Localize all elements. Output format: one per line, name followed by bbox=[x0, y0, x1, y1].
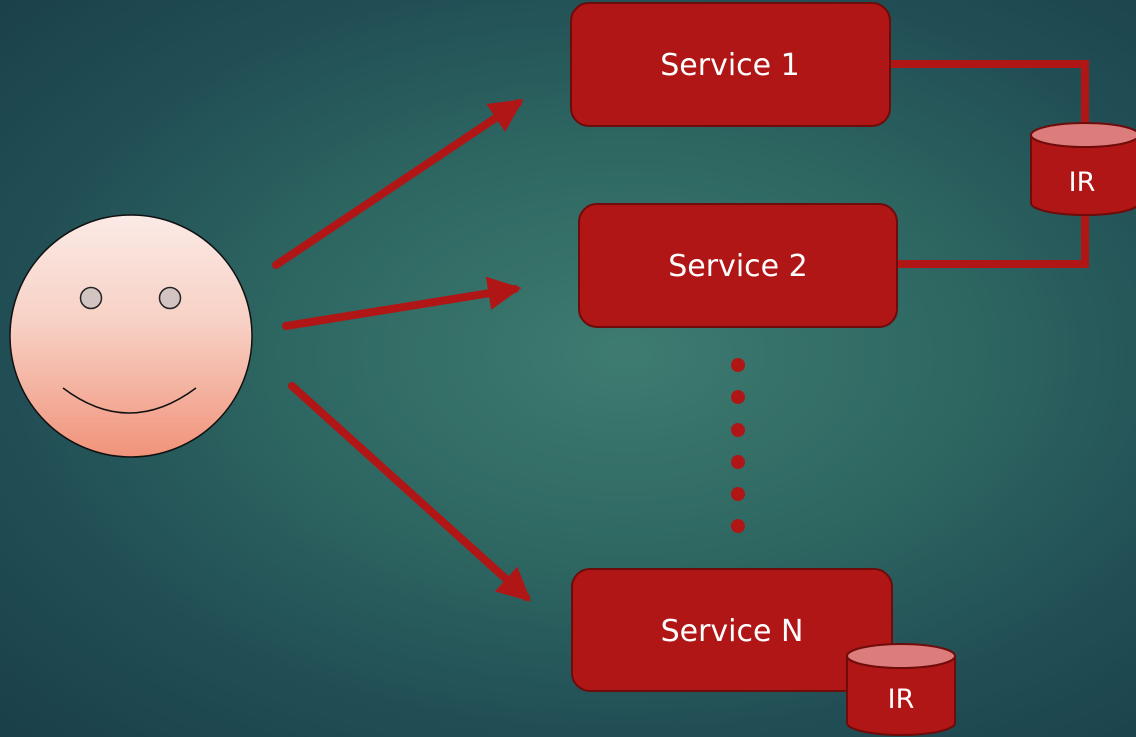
connector-service-2-ir bbox=[897, 210, 1089, 268]
connector-service-1-ir bbox=[890, 60, 1089, 135]
ellipsis-dot bbox=[731, 423, 745, 437]
ellipsis-dot bbox=[731, 487, 745, 501]
service-n-label: Service N bbox=[661, 614, 804, 649]
arrow-to-service-2 bbox=[282, 276, 522, 330]
ellipsis-dot bbox=[731, 358, 745, 372]
left-eye bbox=[79, 286, 103, 310]
ellipsis-dot bbox=[731, 390, 745, 404]
ellipsis-dot bbox=[731, 519, 745, 533]
user-smiley-icon bbox=[9, 214, 253, 458]
ellipsis-dot bbox=[731, 455, 745, 469]
arrow-to-service-1 bbox=[272, 99, 524, 269]
service-2-label: Service 2 bbox=[668, 249, 808, 284]
arrow-to-service-n bbox=[288, 382, 531, 602]
service-1-box: Service 1 bbox=[570, 2, 891, 127]
shared-ir-label: IR bbox=[1069, 167, 1096, 198]
shared-ir-database-icon: IR bbox=[1030, 122, 1136, 216]
service-n-ir-database-icon: IR bbox=[846, 643, 956, 736]
service-1-label: Service 1 bbox=[660, 48, 800, 83]
ellipsis-dots bbox=[731, 358, 745, 533]
service-n-ir-label: IR bbox=[888, 684, 915, 715]
service-n-box: Service N bbox=[571, 568, 893, 692]
service-2-box: Service 2 bbox=[578, 203, 898, 328]
face-circle bbox=[9, 214, 253, 458]
smile-mouth bbox=[62, 387, 197, 414]
right-eye bbox=[158, 286, 182, 310]
